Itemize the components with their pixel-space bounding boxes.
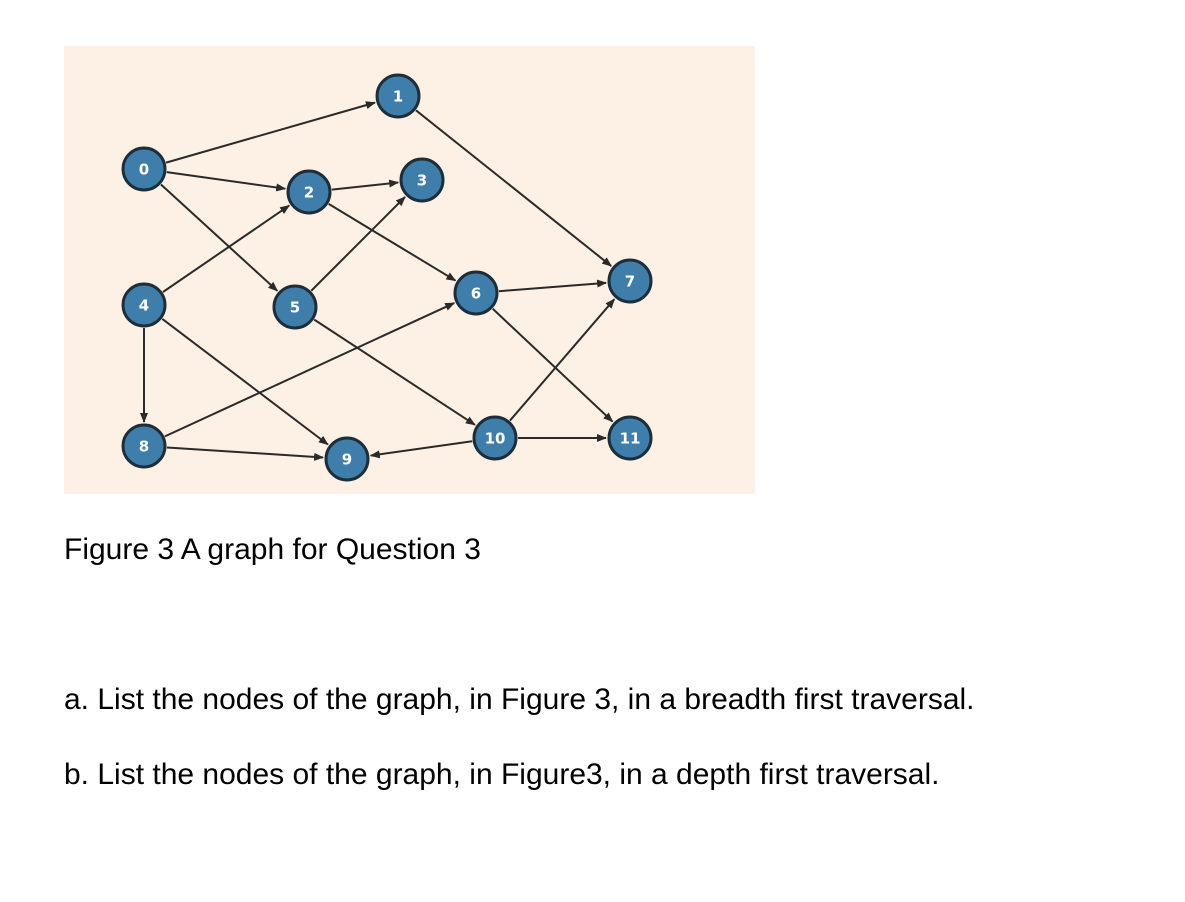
node-label-11: 11: [620, 430, 641, 448]
node-circle-1: [375, 73, 421, 119]
node-label-5: 5: [290, 299, 300, 317]
node-circle-8: [121, 423, 167, 469]
node-layer: 0 1 2 3 4 5 6 7 8 9 10 11: [121, 73, 653, 482]
edge-5-3: [310, 196, 406, 292]
node-label-0: 0: [139, 161, 149, 179]
node-circle-9: [324, 436, 370, 482]
node-1: 1: [375, 73, 421, 119]
node-circle-6: [453, 270, 499, 316]
node-circle-4: [121, 282, 167, 328]
edge-4-9: [161, 318, 329, 446]
node-label-7: 7: [625, 273, 635, 291]
node-label-10: 10: [485, 430, 506, 448]
node-5: 5: [272, 284, 318, 330]
node-circle-2: [286, 169, 332, 215]
edge-2-6: [328, 203, 457, 282]
node-circle-10: [472, 415, 518, 461]
edge-6-7: [498, 279, 608, 293]
node-label-2: 2: [304, 184, 314, 202]
node-label-9: 9: [342, 451, 352, 469]
question-a: a. List the nodes of the graph, in Figur…: [64, 683, 975, 716]
node-circle-7: [607, 258, 653, 304]
node-6: 6: [453, 270, 499, 316]
node-label-4: 4: [139, 297, 149, 315]
node-circle-11: [607, 415, 653, 461]
node-0: 0: [121, 146, 167, 192]
question-b: b. List the nodes of the graph, in Figur…: [64, 758, 940, 791]
edge-0-5: [160, 183, 279, 292]
node-10: 10: [472, 415, 518, 461]
node-8: 8: [121, 423, 167, 469]
figure-caption: Figure 3 A graph for Question 3: [64, 533, 481, 566]
edge-8-6: [164, 302, 456, 438]
graph-diagram: 0 1 2 3 4 5 6 7 8 9 10 11: [121, 73, 653, 482]
node-3: 3: [399, 157, 445, 203]
node-7: 7: [607, 258, 653, 304]
edge-2-3: [331, 179, 400, 191]
edge-layer: [140, 101, 616, 461]
edge-4-2: [162, 204, 291, 293]
edge-5-10: [313, 318, 476, 426]
node-circle-0: [121, 146, 167, 192]
node-2: 2: [286, 169, 332, 215]
node-label-6: 6: [471, 285, 481, 303]
edge-10-7: [509, 298, 616, 422]
graph-figure: 0 1 2 3 4 5 6 7 8 9 10 11: [64, 46, 755, 494]
node-11: 11: [607, 415, 653, 461]
node-label-1: 1: [393, 88, 403, 106]
node-label-8: 8: [139, 438, 149, 456]
edge-10-9: [369, 440, 473, 459]
node-4: 4: [121, 282, 167, 328]
edge-1-7: [415, 109, 613, 267]
node-label-3: 3: [417, 172, 427, 190]
edge-0-1: [165, 101, 376, 164]
node-9: 9: [324, 436, 370, 482]
node-circle-5: [272, 284, 318, 330]
edge-0-2: [166, 171, 287, 192]
edge-8-9: [166, 446, 325, 461]
edge-6-11: [492, 308, 614, 423]
node-circle-3: [399, 157, 445, 203]
